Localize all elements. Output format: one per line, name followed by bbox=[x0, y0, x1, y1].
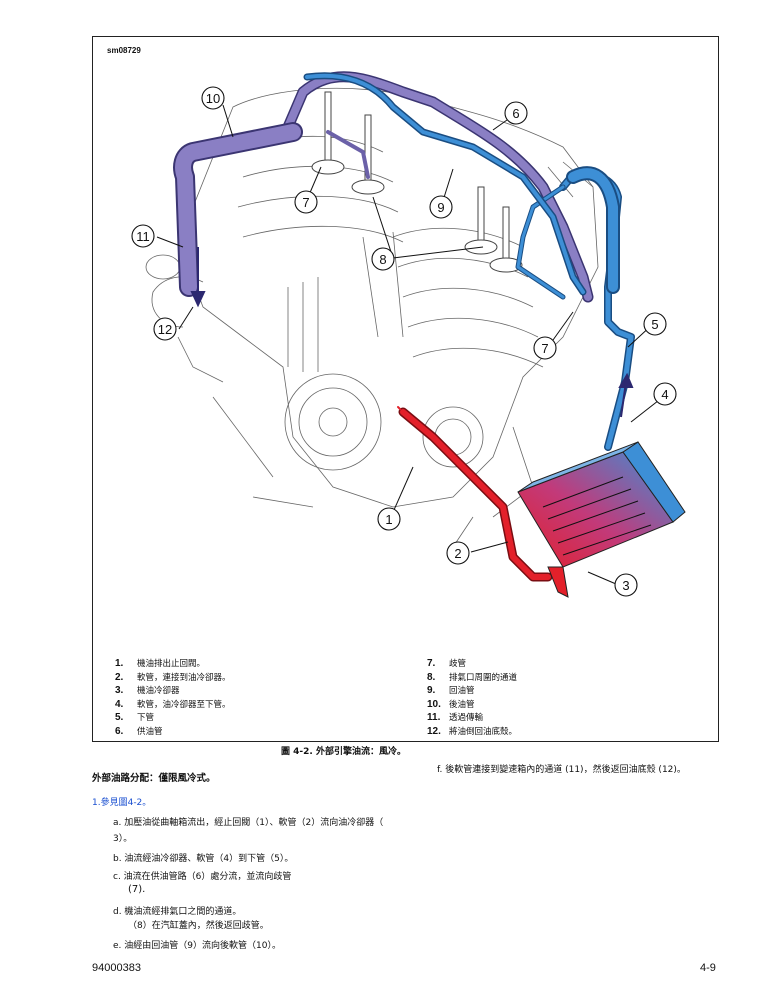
legend-item-1: 1.機油排出止回閥。 bbox=[115, 657, 231, 671]
step-a-line2: 3）。 bbox=[113, 831, 132, 844]
svg-text:1: 1 bbox=[385, 512, 392, 527]
step-c-line2: (7). bbox=[128, 884, 145, 895]
callout-7-upper: 7 bbox=[295, 191, 317, 213]
legend-right: 7.歧管 8.排氣口周圍的通道 9.回油管 10.後油管 11.透過傳輸 12.… bbox=[427, 657, 517, 739]
page-number: 4-9 bbox=[700, 962, 716, 974]
step-d-line1: d. 機油流經排氣口之間的通道。 bbox=[113, 904, 241, 917]
legend-left: 1.機油排出止回閥。 2.軟管，連接到油冷卻器。 3.機油冷卻器 4.軟管，油冷… bbox=[115, 657, 231, 739]
svg-text:7: 7 bbox=[302, 195, 309, 210]
svg-text:6: 6 bbox=[512, 106, 519, 121]
step-c-line1: c. 油流在供油管路（6）處分流，並流向歧管 bbox=[113, 869, 291, 882]
legend-item-2: 2.軟管，連接到油冷卻器。 bbox=[115, 671, 231, 685]
legend-item-11: 11.透過傳輸 bbox=[427, 711, 517, 725]
callout-8: 8 bbox=[372, 248, 394, 270]
step-reference-link[interactable]: 1.參見圖4-2。 bbox=[92, 795, 151, 808]
callout-12: 12 bbox=[154, 318, 176, 340]
figure-caption: 圖 4-2. 外部引擎油流：風冷。 bbox=[281, 744, 406, 757]
legend-item-5: 5.下管 bbox=[115, 711, 231, 725]
svg-text:5: 5 bbox=[651, 317, 658, 332]
svg-text:8: 8 bbox=[379, 252, 386, 267]
callout-9: 9 bbox=[430, 196, 452, 218]
figure-frame: sm08729 bbox=[92, 36, 719, 742]
callout-2: 2 bbox=[447, 542, 469, 564]
svg-text:4: 4 bbox=[661, 387, 668, 402]
step-a-line1: a. 加壓油從曲軸箱流出，經止回閥（1）、軟管（2）流向油冷卻器（ bbox=[113, 815, 383, 828]
step-d-line2: （8）在汽缸蓋內，然後返回歧管。 bbox=[128, 918, 269, 931]
legend-item-6: 6.供油管 bbox=[115, 725, 231, 739]
flow-arrows bbox=[192, 247, 632, 417]
callout-10: 10 bbox=[202, 87, 224, 109]
callout-6: 6 bbox=[505, 102, 527, 124]
valve-stems bbox=[312, 92, 522, 272]
legend-item-12: 12.將油倒回油底殼。 bbox=[427, 725, 517, 739]
step-b: b. 油流經油冷卻器、軟管（4）到下管（5）。 bbox=[113, 851, 293, 864]
callout-11: 11 bbox=[132, 225, 154, 247]
svg-text:12: 12 bbox=[158, 322, 172, 337]
svg-text:10: 10 bbox=[206, 91, 220, 106]
callout-5: 5 bbox=[644, 313, 666, 335]
legend-item-3: 3.機油冷卻器 bbox=[115, 684, 231, 698]
step-e: e. 油經由回油管（9）流向後軟管（10）。 bbox=[113, 938, 281, 951]
legend-item-7: 7.歧管 bbox=[427, 657, 517, 671]
callout-1: 1 bbox=[378, 508, 400, 530]
legend-item-4: 4.軟管，油冷卻器至下管。 bbox=[115, 698, 231, 712]
callout-3: 3 bbox=[615, 574, 637, 596]
step-f: f. 後軟管連接到變速箱內的通道 (11)，然後返回油底殼 (12)。 bbox=[437, 762, 686, 775]
callout-7-lower: 7 bbox=[534, 337, 556, 359]
svg-text:11: 11 bbox=[136, 229, 150, 244]
svg-text:7: 7 bbox=[541, 341, 548, 356]
legend-item-9: 9.回油管 bbox=[427, 684, 517, 698]
svg-text:3: 3 bbox=[622, 578, 629, 593]
legend-item-10: 10.後油管 bbox=[427, 698, 517, 712]
legend-item-8: 8.排氣口周圍的通道 bbox=[427, 671, 517, 685]
callout-4: 4 bbox=[654, 383, 676, 405]
svg-text:9: 9 bbox=[437, 200, 444, 215]
svg-text:2: 2 bbox=[454, 546, 461, 561]
section-title: 外部油路分配：僅限風冷式。 bbox=[92, 770, 216, 784]
engine-oil-flow-illustration: 10 6 7 9 11 8 12 5 7 4 1 2 3 bbox=[93, 37, 720, 647]
doc-number: 94000383 bbox=[92, 962, 141, 974]
